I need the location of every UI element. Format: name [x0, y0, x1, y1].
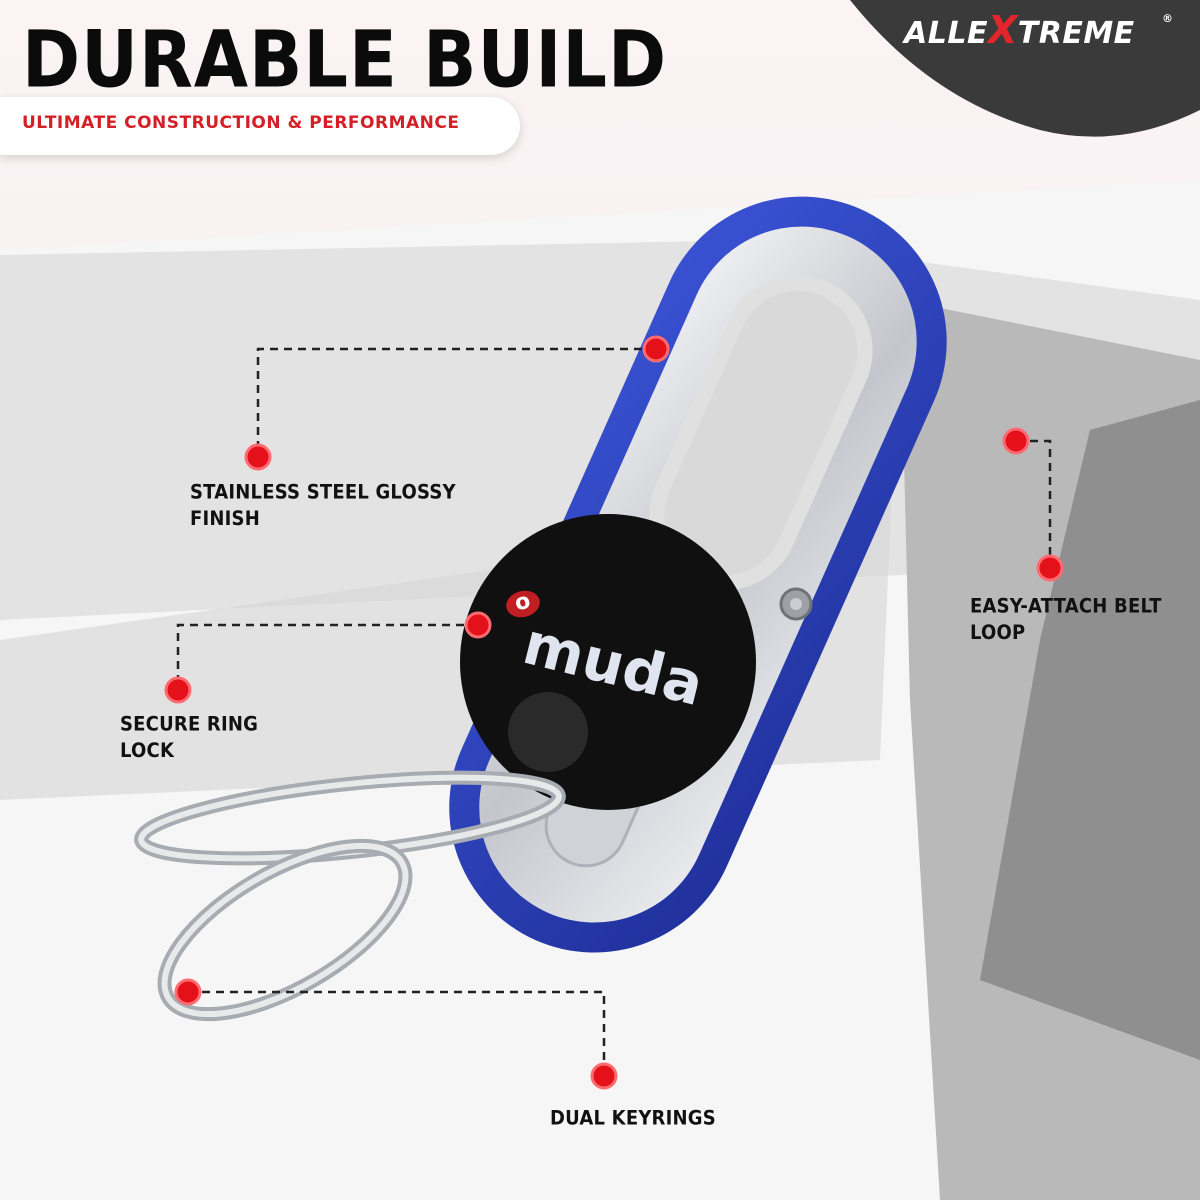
callout-keyrings: DUAL KEYRINGS: [550, 1106, 716, 1132]
badge-letter: o: [512, 589, 533, 617]
brand-name-accent: X: [987, 8, 1018, 52]
callout-lock: SECURE RING LOCK: [120, 712, 258, 765]
right-shadow: [980, 400, 1200, 1060]
callout-finish-line2: FINISH: [190, 507, 260, 531]
callout-keyrings-line1: DUAL KEYRINGS: [550, 1107, 716, 1131]
brand-name-part1: ALLE: [904, 16, 988, 51]
callout-leaders: [176, 347, 1052, 1075]
registered-mark: ®: [1162, 12, 1174, 25]
brand-corner: [850, 0, 1200, 137]
callout-markers: [164, 335, 1064, 1090]
marker-finish-clip: [642, 335, 670, 363]
callout-belt-loop-line2: LOOP: [970, 621, 1026, 645]
brand-badge: [460, 514, 756, 810]
callout-lock-line1: SECURE RING: [120, 713, 259, 737]
marker-keyrings-label: [590, 1062, 618, 1090]
marker-lock-label: [164, 676, 192, 704]
page-title: DURABLE BUILD: [22, 13, 668, 106]
callout-belt-loop: EASY-ATTACH BELT LOOP: [970, 594, 1162, 647]
page-subtitle: ULTIMATE CONSTRUCTION & PERFORMANCE: [22, 113, 460, 133]
marker-lock-clip: [464, 611, 492, 639]
marker-keyrings-clip: [174, 978, 202, 1006]
callout-finish-line1: STAINLESS STEEL GLOSSY: [190, 481, 456, 505]
keychain-illustration: [134, 196, 947, 1022]
brand-name-part2: TREME: [1017, 16, 1135, 51]
marker-finish-label: [244, 443, 272, 471]
callout-finish: STAINLESS STEEL GLOSSY FINISH: [190, 480, 456, 533]
subtitle-banner: ULTIMATE CONSTRUCTION & PERFORMANCE: [0, 97, 520, 155]
callout-belt-loop-line1: EASY-ATTACH BELT: [970, 595, 1162, 619]
marker-belt-label: [1036, 554, 1064, 582]
marker-belt-clip: [1002, 427, 1030, 455]
brand-logo: ALLEXTREME ®: [904, 8, 1174, 54]
callout-lock-line2: LOCK: [120, 739, 175, 763]
